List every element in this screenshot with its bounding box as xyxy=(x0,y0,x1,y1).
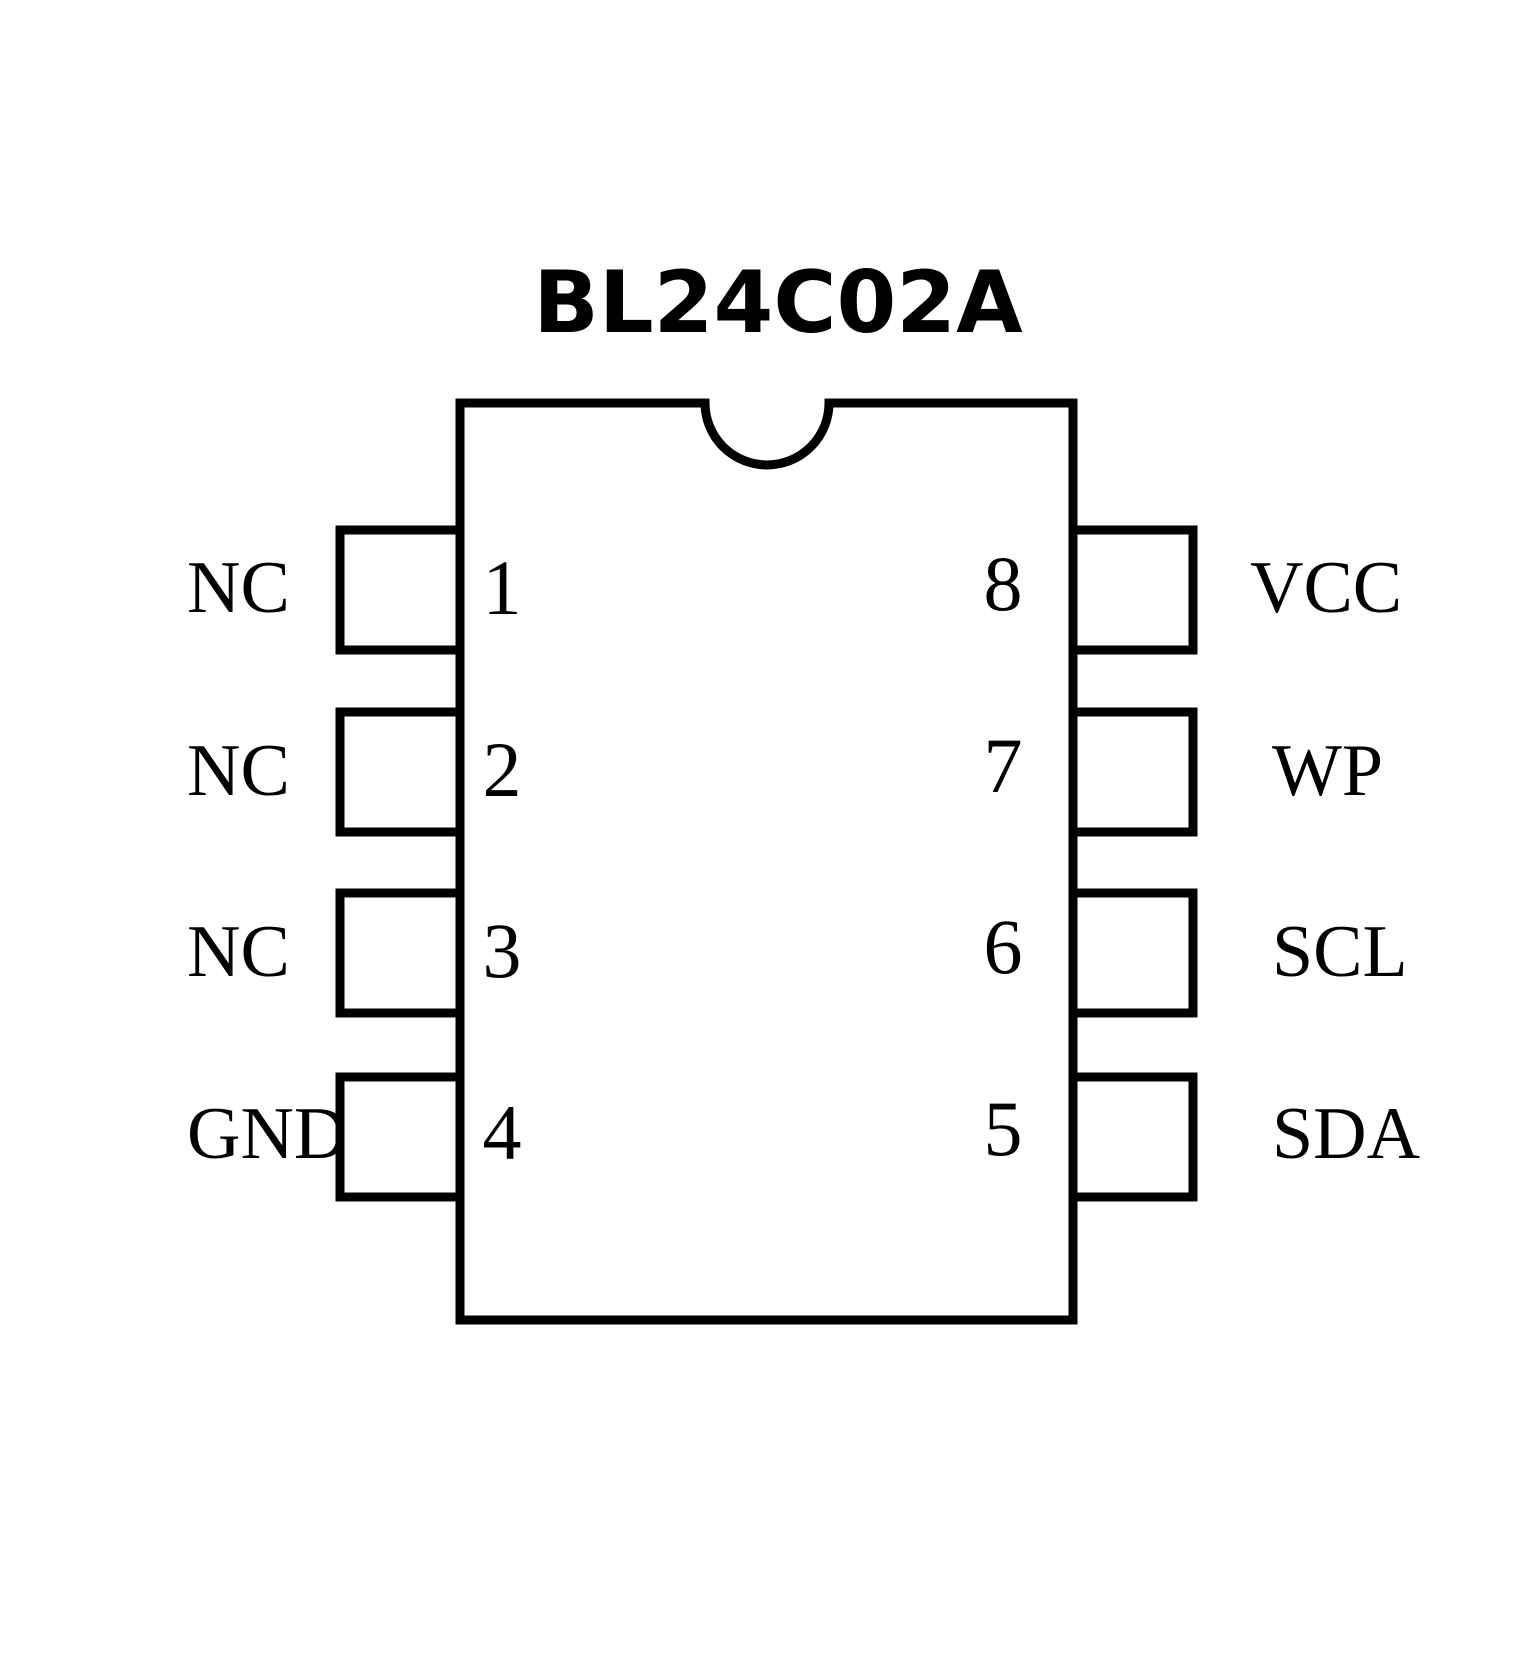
pin-name: NC xyxy=(187,547,290,629)
pin-name: SCL xyxy=(1272,911,1408,993)
pin-name: VCC xyxy=(1250,547,1402,629)
pin-pad xyxy=(335,707,465,837)
pin-number: 6 xyxy=(984,903,1023,990)
pin-7: 7 WP xyxy=(984,707,1383,837)
pin-number: 5 xyxy=(984,1085,1023,1172)
pin-number: 2 xyxy=(483,726,522,813)
pin-pad xyxy=(335,525,465,655)
pin-number: 3 xyxy=(483,907,522,994)
pin-pad xyxy=(335,888,465,1018)
pin-2: 2 NC xyxy=(187,707,522,837)
pin-number: 7 xyxy=(984,722,1023,809)
pin-pad xyxy=(1068,525,1198,655)
pin-6: 6 SCL xyxy=(984,888,1408,1018)
pin-1: 1 NC xyxy=(187,525,522,655)
chip-body xyxy=(455,398,1078,1325)
pin-pad xyxy=(1068,888,1198,1018)
pin-pad xyxy=(1068,1072,1198,1202)
pin-number: 1 xyxy=(483,544,522,631)
pin-name: SDA xyxy=(1272,1093,1420,1175)
pin-number: 4 xyxy=(483,1089,522,1176)
pin-4: 4 GND xyxy=(187,1072,522,1202)
pin-name: NC xyxy=(187,911,290,993)
pin-name: NC xyxy=(187,730,290,812)
pin-pad xyxy=(335,1072,465,1202)
pin-3: 3 NC xyxy=(187,888,522,1018)
pin-number: 8 xyxy=(984,540,1023,627)
package-outline xyxy=(455,398,1078,1325)
pin-8: 8 VCC xyxy=(984,525,1402,655)
pin-pad xyxy=(1068,707,1198,837)
pin-5: 5 SDA xyxy=(984,1072,1420,1202)
chip-title: BL24C02A xyxy=(533,253,1023,353)
pin-name: GND xyxy=(187,1093,347,1175)
pin-name: WP xyxy=(1272,730,1383,812)
